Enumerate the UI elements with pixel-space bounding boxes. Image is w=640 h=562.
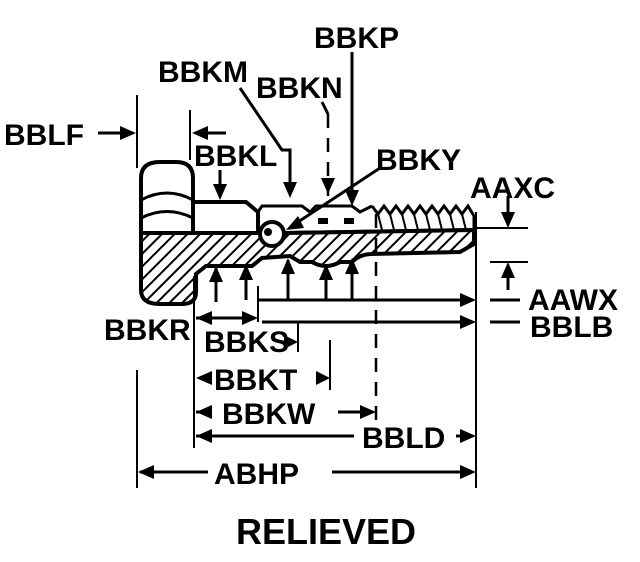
leaders <box>98 52 520 479</box>
label-bbkl: BBKL <box>194 140 277 173</box>
label-bblb: BBLB <box>530 311 613 344</box>
label-bbkw: BBKW <box>222 398 316 431</box>
label-bbkm: BBKM <box>158 56 248 89</box>
thread-crests <box>370 203 476 228</box>
label-aawx: AAWX <box>528 284 618 317</box>
label-aaxc: AAXC <box>470 172 555 205</box>
check-ball <box>258 220 286 248</box>
label-bbkr: BBKR <box>104 314 191 347</box>
section-hatch <box>139 227 476 306</box>
fitting-body <box>139 160 476 306</box>
diagram-caption: RELIEVED <box>236 511 416 552</box>
label-abhp: ABHP <box>214 458 299 491</box>
label-bbld: BBLD <box>362 422 445 455</box>
dimension-labels: BBKP BBKM BBKN BBLF BBKL BBKY AAXC AAWX … <box>4 22 618 552</box>
label-bbks: BBKS <box>204 326 289 359</box>
hex-nut <box>139 160 195 233</box>
label-bblf: BBLF <box>4 119 84 152</box>
label-bbky: BBKY <box>376 144 461 177</box>
label-bbkt: BBKT <box>214 364 297 397</box>
upper-shank <box>193 200 260 233</box>
label-bbkp: BBKP <box>314 22 399 55</box>
label-bbkn: BBKN <box>256 72 343 105</box>
